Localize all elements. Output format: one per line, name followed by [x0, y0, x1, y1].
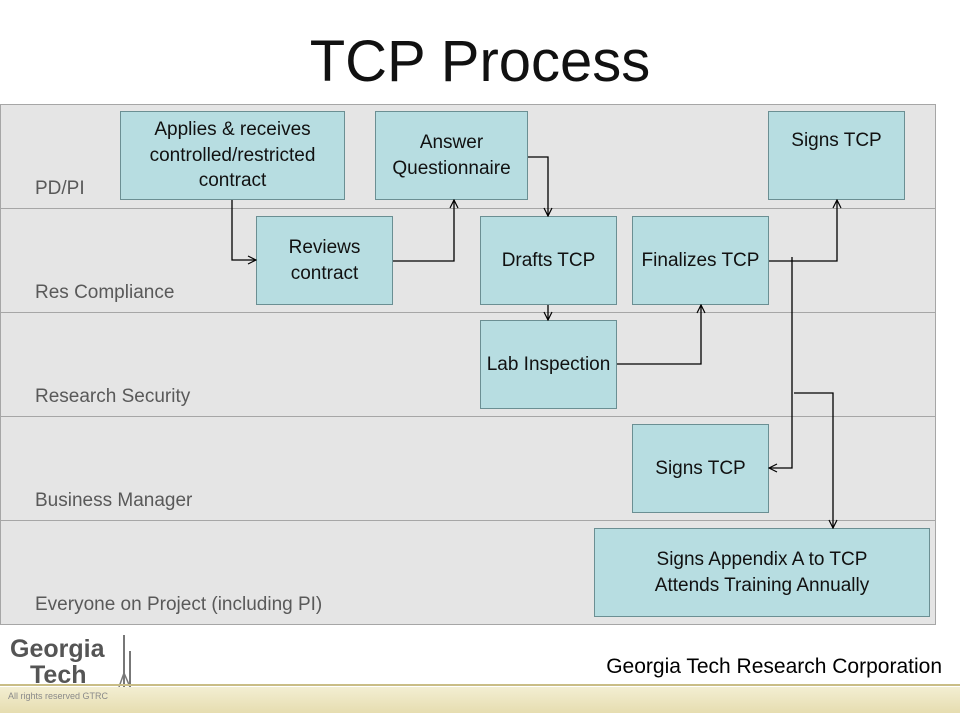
- arrow-finalizes-to-signs-pi: [769, 200, 837, 262]
- box-applies-contract: Applies & receives controlled/restricted…: [120, 111, 345, 200]
- georgia-tech-logo: Georgia Tech: [10, 635, 131, 689]
- box-signs-tcp-bm: Signs TCP: [632, 424, 769, 513]
- page-title: TCP Process: [309, 29, 651, 94]
- box-reviews-contract: Reviews contract: [256, 216, 393, 305]
- rights-notice: All rights reserved GTRC: [8, 691, 109, 701]
- arrow-to-appendix: [794, 392, 833, 528]
- footer: Georgia Tech Georgia Tech Research Corpo…: [0, 625, 960, 720]
- box-finalizes-tcp: Finalizes TCP: [632, 216, 769, 305]
- lane-label: Everyone on Project (including PI): [35, 594, 323, 615]
- footer-band: [0, 687, 960, 713]
- box-signs-tcp-pi: Signs TCP: [768, 111, 905, 200]
- lane-label: Business Manager: [35, 490, 193, 511]
- box-lab-inspection: Lab Inspection: [480, 320, 617, 409]
- arrow-answer-to-drafts: [528, 156, 548, 216]
- lane-label: Research Security: [35, 386, 191, 407]
- arrow-applies-to-reviews: [231, 200, 256, 260]
- lane-label: Res Compliance: [35, 282, 175, 303]
- box-signs-appendix: Signs Appendix A to TCP Attends Training…: [594, 528, 930, 617]
- organization-name: Georgia Tech Research Corporation: [606, 655, 942, 678]
- logo-word-georgia: Georgia: [10, 635, 106, 663]
- arrow-lab-to-finalizes: [617, 305, 701, 365]
- arrow-reviews-to-answer: [393, 200, 454, 262]
- arrow-finalizes-to-signs-bm: [769, 257, 793, 468]
- footer-divider: [0, 684, 960, 686]
- lane-research-security: Research Security: [0, 312, 936, 417]
- box-answer-questionnaire: Answer Questionnaire: [375, 111, 528, 200]
- box-drafts-tcp: Drafts TCP: [480, 216, 617, 305]
- lane-label: PD/PI: [35, 178, 85, 199]
